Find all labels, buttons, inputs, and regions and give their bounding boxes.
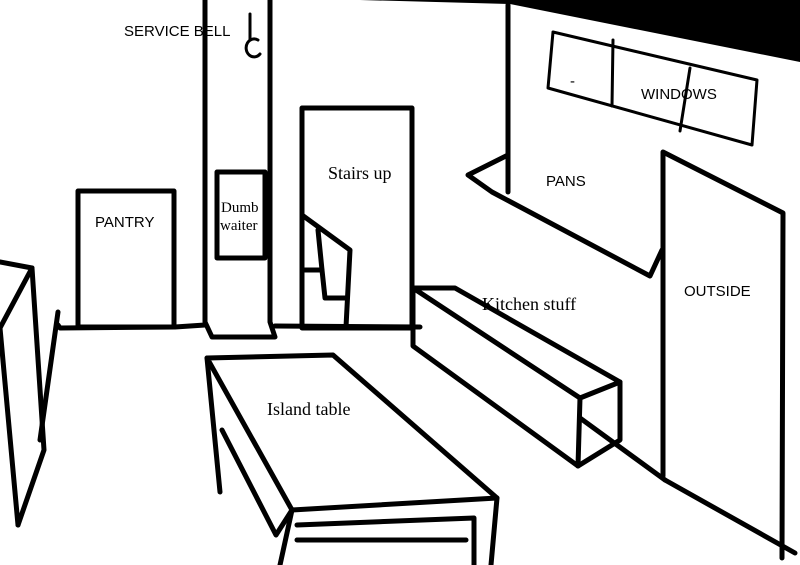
windows-label: WINDOWS <box>641 86 717 103</box>
left-cabinet-inner <box>0 265 35 331</box>
left-cabinet <box>0 259 47 528</box>
stairs-door <box>299 105 415 331</box>
pantry-door <box>75 188 177 330</box>
stairs-steps-inner <box>315 227 348 301</box>
floor-line-outside <box>662 477 798 556</box>
island-table-label: Island table <box>267 399 350 419</box>
stairs-up-label: Stairs up <box>328 163 392 183</box>
island-table-shelf <box>294 515 477 565</box>
kitchen-stuff-label: Kitchen stuff <box>482 294 576 314</box>
stairs-steps <box>299 212 353 330</box>
pans-rack <box>465 152 665 279</box>
kitchen-counter-side <box>410 285 583 469</box>
kitchen-counter-end <box>575 379 623 469</box>
outside-door <box>660 149 786 561</box>
floor-line-diagonal <box>577 415 668 483</box>
service-bell-label: SERVICE BELL <box>124 23 230 40</box>
window-divider-1 <box>610 38 615 108</box>
chimney-pillar <box>202 0 278 340</box>
outside-label: OUTSIDE <box>684 283 751 300</box>
window-mark: - <box>570 73 575 90</box>
island-table-front-leg <box>277 507 295 565</box>
pantry-label: PANTRY <box>95 214 154 231</box>
service-bell-icon <box>244 37 262 59</box>
dumb-waiter-label-1: Dumb <box>221 200 259 216</box>
pans-label: PANS <box>546 173 586 190</box>
window-divider-2 <box>678 66 692 133</box>
ceiling-shadow <box>360 0 800 62</box>
island-table-front-left <box>219 427 295 538</box>
island-table-right-leg <box>488 495 500 565</box>
window-frame <box>546 30 759 147</box>
dumb-waiter-label-2: waiter <box>220 218 257 234</box>
dumb-waiter-hatch <box>214 169 268 261</box>
island-table-left-leg <box>204 355 223 495</box>
left-cabinet-edge <box>0 325 21 528</box>
